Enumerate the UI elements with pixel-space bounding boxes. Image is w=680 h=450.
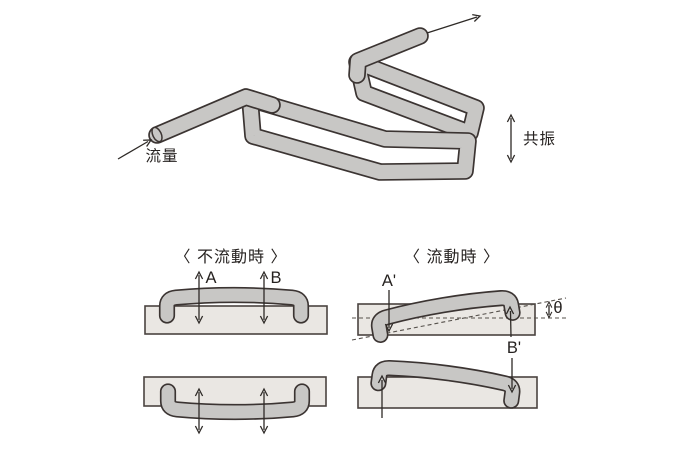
sensor-b-prime-label: B': [507, 339, 521, 357]
sensor-a-prime-label: A': [382, 272, 396, 290]
sensor-a-prime-arrow: [384, 290, 394, 332]
lower-right-arrow-left: [377, 375, 387, 418]
lower-left-arrow-a: [194, 388, 204, 434]
lower-left-arrow-b: [259, 388, 269, 434]
tube-back-loop: [357, 62, 476, 133]
flow-label: 流量: [145, 147, 178, 165]
sensor-b-label: B: [270, 269, 281, 287]
sensor-b-arrow: [259, 271, 269, 324]
tube-outlet: [348, 27, 429, 84]
measuring-tube-assembly: 流量 共振: [117, 11, 556, 172]
tube-inlet: [148, 88, 281, 144]
twist-angle-arrow: [545, 301, 553, 319]
sensor-b-prime-arrow-lower: [507, 358, 517, 393]
sensor-a-arrow: [194, 271, 204, 324]
inlet-opening: [151, 126, 163, 143]
sensor-b-prime-arrow-upper: [505, 306, 515, 338]
resonance-arrow: [506, 114, 516, 163]
no-flow-state-figure: 〈 不流動時 〉 A B: [143, 248, 328, 434]
flow-state-figure: 〈 流動時 〉 A' B' θ: [351, 248, 567, 418]
flow-out-arrow: [426, 11, 482, 34]
sensor-a-label: A: [205, 269, 216, 287]
tube-front-loop: [250, 99, 468, 172]
flow-title: 〈 流動時 〉: [404, 248, 500, 266]
flow-in-arrow: [117, 136, 154, 160]
twist-angle-label: θ: [553, 299, 562, 317]
resonance-label: 共振: [523, 130, 556, 148]
no-flow-title: 〈 不流動時 〉: [175, 248, 288, 266]
